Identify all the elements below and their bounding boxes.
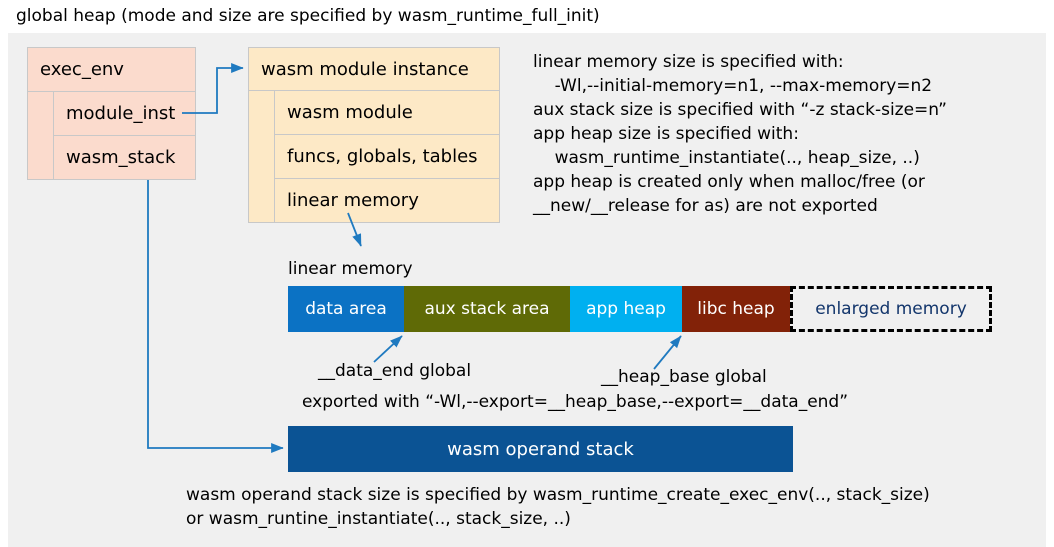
exec-env-field-wasm-stack: wasm_stack (53, 135, 196, 180)
module-instance-header-label: wasm module instance (261, 58, 469, 80)
segment-enlarged-memory: enlarged memory (790, 286, 992, 332)
page-title: global heap (mode and size are specified… (16, 6, 600, 26)
wasm-operand-stack-label: wasm operand stack (447, 438, 634, 460)
linear-memory-caption: linear memory (288, 259, 413, 279)
wasm-operand-stack-box: wasm operand stack (288, 426, 793, 472)
segment-libc-heap-label: libc heap (697, 299, 775, 319)
segment-aux-stack-area: aux stack area (404, 286, 570, 332)
annotation-data-end: __data_end global (318, 361, 472, 381)
module-instance-header: wasm module instance (248, 47, 500, 91)
operand-stack-note: wasm operand stack size is specified by … (186, 485, 930, 529)
segment-app-heap-label: app heap (586, 299, 666, 319)
exec-env-header-label: exec_env (40, 59, 124, 80)
annotation-exported-with: exported with “-Wl,--export=__heap_base,… (302, 392, 849, 412)
annotation-heap-base: __heap_base global (601, 367, 767, 387)
exec-env-field-wasm-stack-label: wasm_stack (66, 147, 176, 168)
segment-app-heap: app heap (570, 286, 682, 332)
module-instance-field-funcs-globals-tables-label: funcs, globals, tables (287, 146, 478, 167)
exec-env-header: exec_env (27, 47, 196, 92)
module-instance-field-linear-memory: linear memory (274, 178, 500, 223)
segment-libc-heap: libc heap (682, 286, 790, 332)
segment-enlarged-memory-label: enlarged memory (815, 299, 967, 319)
module-instance-field-wasm-module: wasm module (274, 90, 500, 135)
module-instance-field-linear-memory-label: linear memory (287, 190, 419, 211)
sizing-notes: linear memory size is specified with: -W… (533, 52, 947, 216)
exec-env-field-module-inst-label: module_inst (66, 103, 176, 124)
segment-aux-stack-area-label: aux stack area (424, 299, 550, 319)
segment-data-area: data area (288, 286, 404, 332)
exec-env-field-module-inst: module_inst (53, 91, 196, 136)
module-instance-field-wasm-module-label: wasm module (287, 102, 413, 123)
module-instance-field-funcs-globals-tables: funcs, globals, tables (274, 134, 500, 179)
segment-data-area-label: data area (305, 299, 387, 319)
